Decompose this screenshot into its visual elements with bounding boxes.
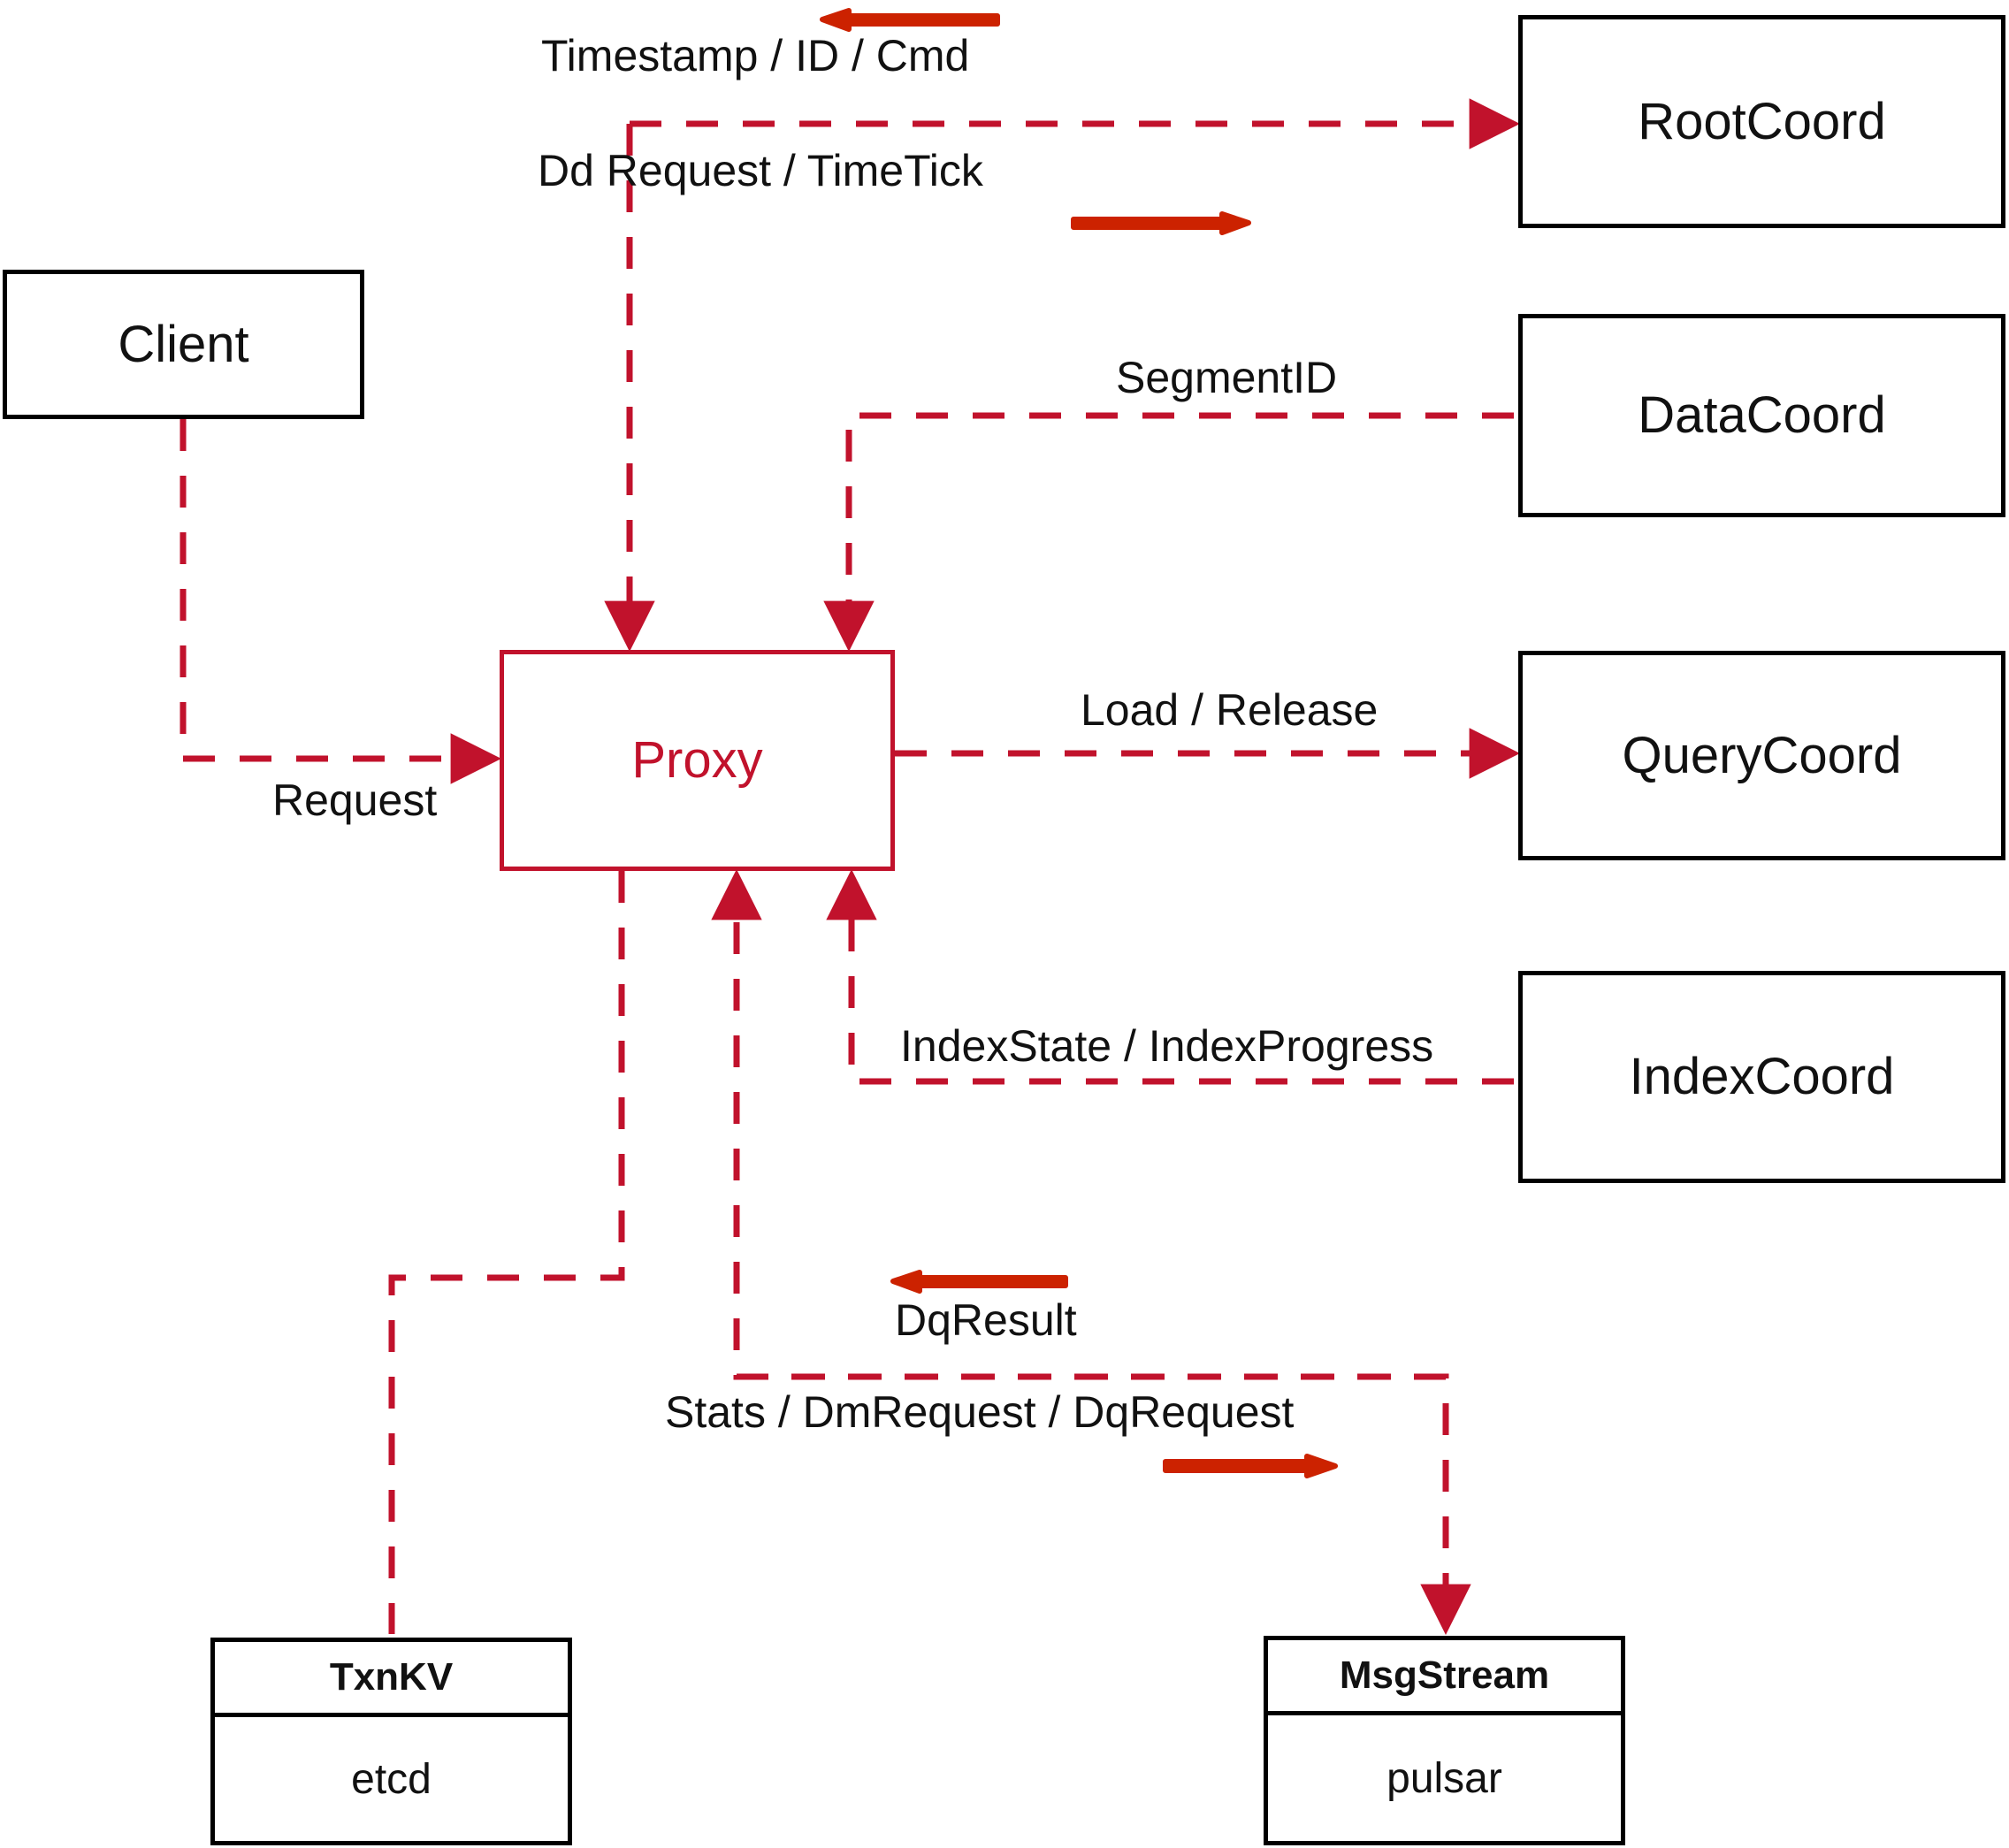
- node-msgstream[interactable]: MsgStream pulsar: [1264, 1636, 1625, 1845]
- edge-label-timestamp: Timestamp / ID / Cmd: [541, 31, 970, 80]
- node-msgstream-impl: pulsar: [1386, 1754, 1502, 1802]
- edge-proxy-txnkv: [388, 871, 625, 1634]
- node-rootcoord[interactable]: RootCoord: [1518, 15, 2005, 228]
- node-txnkv[interactable]: TxnKV etcd: [210, 1638, 572, 1845]
- edge-label-request: Request: [272, 775, 438, 825]
- node-proxy-label: Proxy: [631, 731, 763, 789]
- node-txnkv-impl: etcd: [351, 1755, 432, 1803]
- node-querycoord[interactable]: QueryCoord: [1518, 651, 2005, 860]
- node-querycoord-label: QueryCoord: [1622, 726, 1902, 784]
- node-datacoord[interactable]: DataCoord: [1518, 314, 2005, 517]
- timestamp-arrow-icon: [820, 8, 1000, 32]
- node-txnkv-header: TxnKV: [215, 1642, 568, 1717]
- edge-indexcoord-proxy: [826, 868, 1514, 1085]
- dqrequest-arrow-icon: [1163, 1454, 1338, 1478]
- node-datacoord-label: DataCoord: [1638, 386, 1886, 444]
- node-msgstream-body: pulsar: [1268, 1715, 1621, 1841]
- node-msgstream-header: MsgStream: [1268, 1640, 1621, 1715]
- edge-label-dqresult: DqResult: [895, 1295, 1077, 1345]
- node-proxy[interactable]: Proxy: [500, 650, 895, 871]
- node-indexcoord[interactable]: IndexCoord: [1518, 971, 2005, 1183]
- ddrequest-arrow-icon: [1071, 211, 1251, 235]
- node-rootcoord-label: RootCoord: [1638, 92, 1886, 150]
- edge-label-dqrequest: Stats / DmRequest / DqRequest: [665, 1387, 1295, 1437]
- edge-label-segmentid: SegmentID: [1116, 353, 1338, 402]
- edge-msgstream-proxy: [711, 868, 1446, 1380]
- node-txnkv-title: TxnKV: [329, 1655, 454, 1699]
- node-indexcoord-label: IndexCoord: [1629, 1048, 1895, 1105]
- edge-label-indexstate: IndexState / IndexProgress: [900, 1021, 1434, 1071]
- node-client[interactable]: Client: [3, 270, 364, 419]
- edge-label-loadrelease: Load / Release: [1081, 685, 1379, 735]
- edge-client-proxy: [180, 419, 502, 784]
- edge-datacoord-proxy: [823, 412, 1514, 653]
- dqresult-arrow-icon: [890, 1270, 1068, 1294]
- edge-proxy-msgstream: [737, 1373, 1471, 1636]
- node-msgstream-title: MsgStream: [1339, 1653, 1550, 1697]
- edge-label-ddrequest: Dd Request / TimeTick: [538, 146, 983, 195]
- node-txnkv-body: etcd: [215, 1717, 568, 1841]
- node-client-label: Client: [118, 315, 249, 373]
